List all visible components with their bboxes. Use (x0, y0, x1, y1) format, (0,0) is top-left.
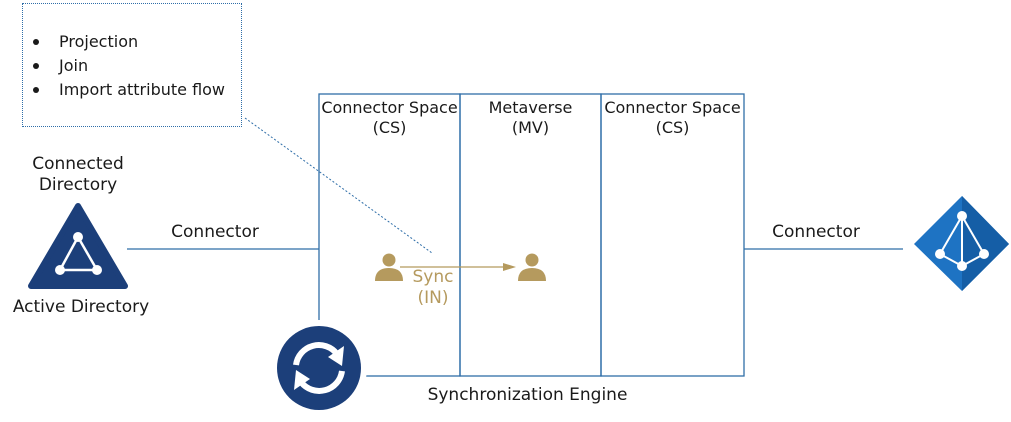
notes-list: Projection Join Import attribute flow (33, 30, 225, 102)
active-directory-label: Active Directory (12, 297, 150, 317)
metaverse-header: Metaverse (MV) (488, 98, 573, 137)
right-connector-label: Connector (772, 222, 860, 242)
active-directory-icon (28, 203, 128, 289)
cs-person-icon (375, 253, 403, 281)
list-item: Import attribute flow (33, 78, 225, 102)
bullet-icon (33, 87, 39, 93)
notes-callout: Projection Join Import attribute flow (22, 3, 242, 127)
sync-in-label: Sync (IN) (412, 267, 454, 309)
list-item: Projection (33, 30, 225, 54)
callout-line (244, 117, 433, 254)
bullet-icon (33, 39, 39, 45)
cs-left-header: Connector Space (CS) (321, 98, 458, 137)
mv-person-icon (518, 253, 546, 281)
synchronization-engine-label: Synchronization Engine (427, 385, 628, 405)
bullet-icon (33, 63, 39, 69)
connected-directory-title: Connected Directory (32, 154, 124, 196)
left-connector-label: Connector (171, 222, 259, 242)
list-item: Join (33, 54, 225, 78)
cs-right-section (600, 93, 745, 377)
cs-right-header: Connector Space (CS) (604, 98, 741, 137)
azure-ad-icon (914, 196, 1009, 291)
sync-arrow-head (503, 263, 516, 271)
sync-refresh-icon (271, 320, 367, 416)
